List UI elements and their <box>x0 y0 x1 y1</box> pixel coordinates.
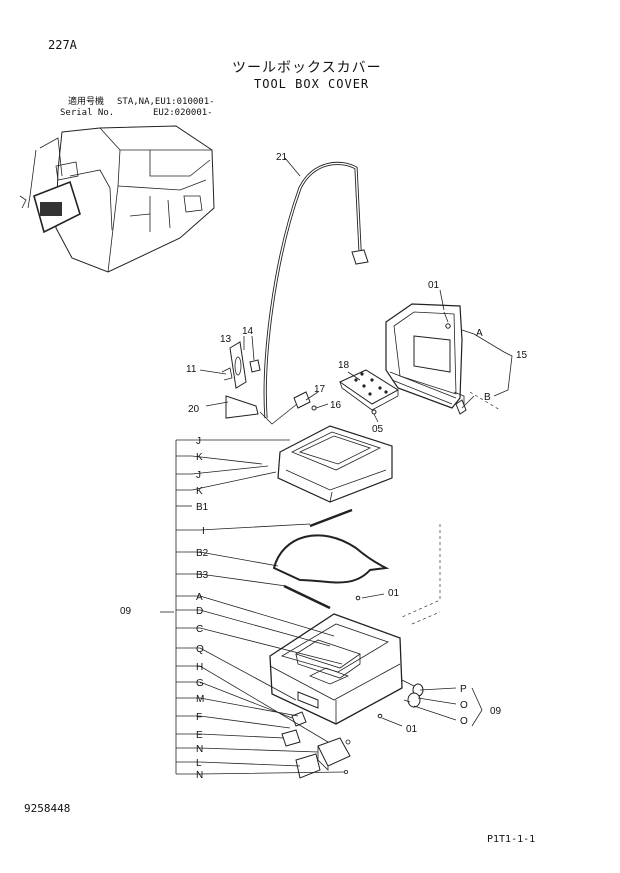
serial-range-1: STA,NA,EU1:010001- <box>117 97 215 107</box>
callout-11: 11 <box>186 364 197 375</box>
page-number: 227A <box>48 38 77 52</box>
label-k: K <box>196 486 203 497</box>
label-a: A <box>196 592 203 603</box>
callout-01: 01 <box>388 588 400 599</box>
callout-o: O <box>460 700 468 711</box>
seal-part-b2 <box>272 534 390 584</box>
label-h: H <box>196 662 203 673</box>
callout-a: A <box>476 328 483 339</box>
side-washers <box>401 679 424 708</box>
callout-01: 01 <box>406 724 418 735</box>
excavator-thumbnail <box>19 125 215 273</box>
upper-cover <box>277 425 393 503</box>
callout-17: 17 <box>314 384 326 395</box>
label-n: N <box>196 744 203 755</box>
callout-o: O <box>460 716 468 727</box>
plate-part-18 <box>338 369 399 411</box>
serial-label-jp: 適用号機 <box>68 97 105 107</box>
label-g: G <box>196 678 204 689</box>
title-japanese: ツールボックスカバー <box>232 60 382 76</box>
reference-code: P1T1-1-1 <box>487 834 536 845</box>
title-english: TOOL BOX COVER <box>254 77 370 91</box>
callout-13: 13 <box>220 334 232 345</box>
bracket-part-13 <box>221 341 261 419</box>
left-label-bracket <box>175 439 345 775</box>
serial-range-2: EU2:020001- <box>153 108 213 118</box>
label-c: C <box>196 624 203 635</box>
callout-01: 01 <box>428 280 440 291</box>
screws <box>311 311 467 719</box>
label-i: I <box>202 526 205 537</box>
label-b3: B3 <box>196 570 209 581</box>
label-l: L <box>196 758 202 769</box>
label-q: Q <box>196 644 204 655</box>
label-f: F <box>196 712 202 723</box>
left-labels: J K J K B1 I B2 B3 A D C Q H G M F E N L… <box>196 436 209 781</box>
serial-label-en: Serial No. <box>60 108 115 118</box>
callout-16: 16 <box>330 400 342 411</box>
label-k: K <box>196 452 203 463</box>
strip-part-i <box>309 508 353 528</box>
toolbox-body-part-09 <box>269 613 403 725</box>
label-d: D <box>196 606 203 617</box>
label-b2: B2 <box>196 548 209 559</box>
label-j: J <box>196 436 201 447</box>
label-j: J <box>196 470 201 481</box>
callout-09: 09 <box>490 706 502 717</box>
label-m: M <box>196 694 204 705</box>
callout-p: P <box>460 684 467 695</box>
lid-part-15 <box>385 303 465 409</box>
strip-part-b3 <box>283 584 331 610</box>
document-number: 9258448 <box>24 802 71 815</box>
label-b1: B1 <box>196 502 209 513</box>
label-n: N <box>196 770 203 781</box>
leader-lines <box>160 157 513 727</box>
callout-15: 15 <box>516 350 528 361</box>
rod-part-21 <box>259 161 369 425</box>
label-e: E <box>196 730 203 741</box>
callout-21: 21 <box>276 152 288 163</box>
callout-05: 05 <box>372 424 384 435</box>
callout-14: 14 <box>242 326 254 337</box>
callout-b: B <box>484 392 491 403</box>
callout-18: 18 <box>338 360 350 371</box>
callout-09: 09 <box>120 606 132 617</box>
callout-20: 20 <box>188 404 200 415</box>
callouts: 21 01 A 15 B 13 14 11 18 17 16 20 05 01 … <box>120 152 528 735</box>
